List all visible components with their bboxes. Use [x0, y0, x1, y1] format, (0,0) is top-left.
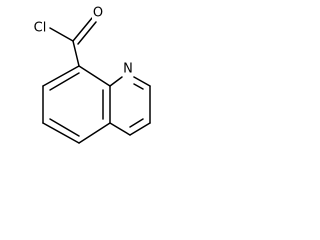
oxygen-label: O: [93, 6, 103, 21]
bond-c8a-c8: [78, 65, 111, 87]
chlorine-label: Cl: [34, 21, 47, 36]
nitrogen-label-bg: [121, 62, 135, 76]
bond-c4-c4a: [109, 122, 131, 136]
bond-c-o-1: [72, 17, 93, 42]
bond-inner-c3-c4: [129, 118, 144, 128]
bond-inner-c6-c5: [49, 118, 80, 137]
bond-n1-c2: [133, 76, 151, 87]
bond-c-cl: [49, 27, 74, 42]
bond-c3-c4: [129, 122, 151, 136]
bond-c-c8: [72, 40, 80, 67]
bond-c8a-n1: [109, 76, 123, 87]
quinoline-carbonyl-chloride-structure: Cl O N: [31, 6, 151, 144]
bond-c5-c4a: [78, 122, 111, 144]
oxygen-label-bg: [92, 6, 104, 20]
nitrogen-label: N: [123, 62, 133, 77]
bond-c8-c7: [42, 65, 80, 87]
structure-canvas: Cl O N: [0, 0, 158, 154]
bond-inner-n1-c2: [133, 83, 144, 90]
bond-c-o-2: [77, 21, 97, 45]
chlorine-label-bg: [31, 20, 49, 35]
bond-inner-c8-c7: [49, 72, 80, 91]
bond-c6-c5: [42, 122, 80, 144]
